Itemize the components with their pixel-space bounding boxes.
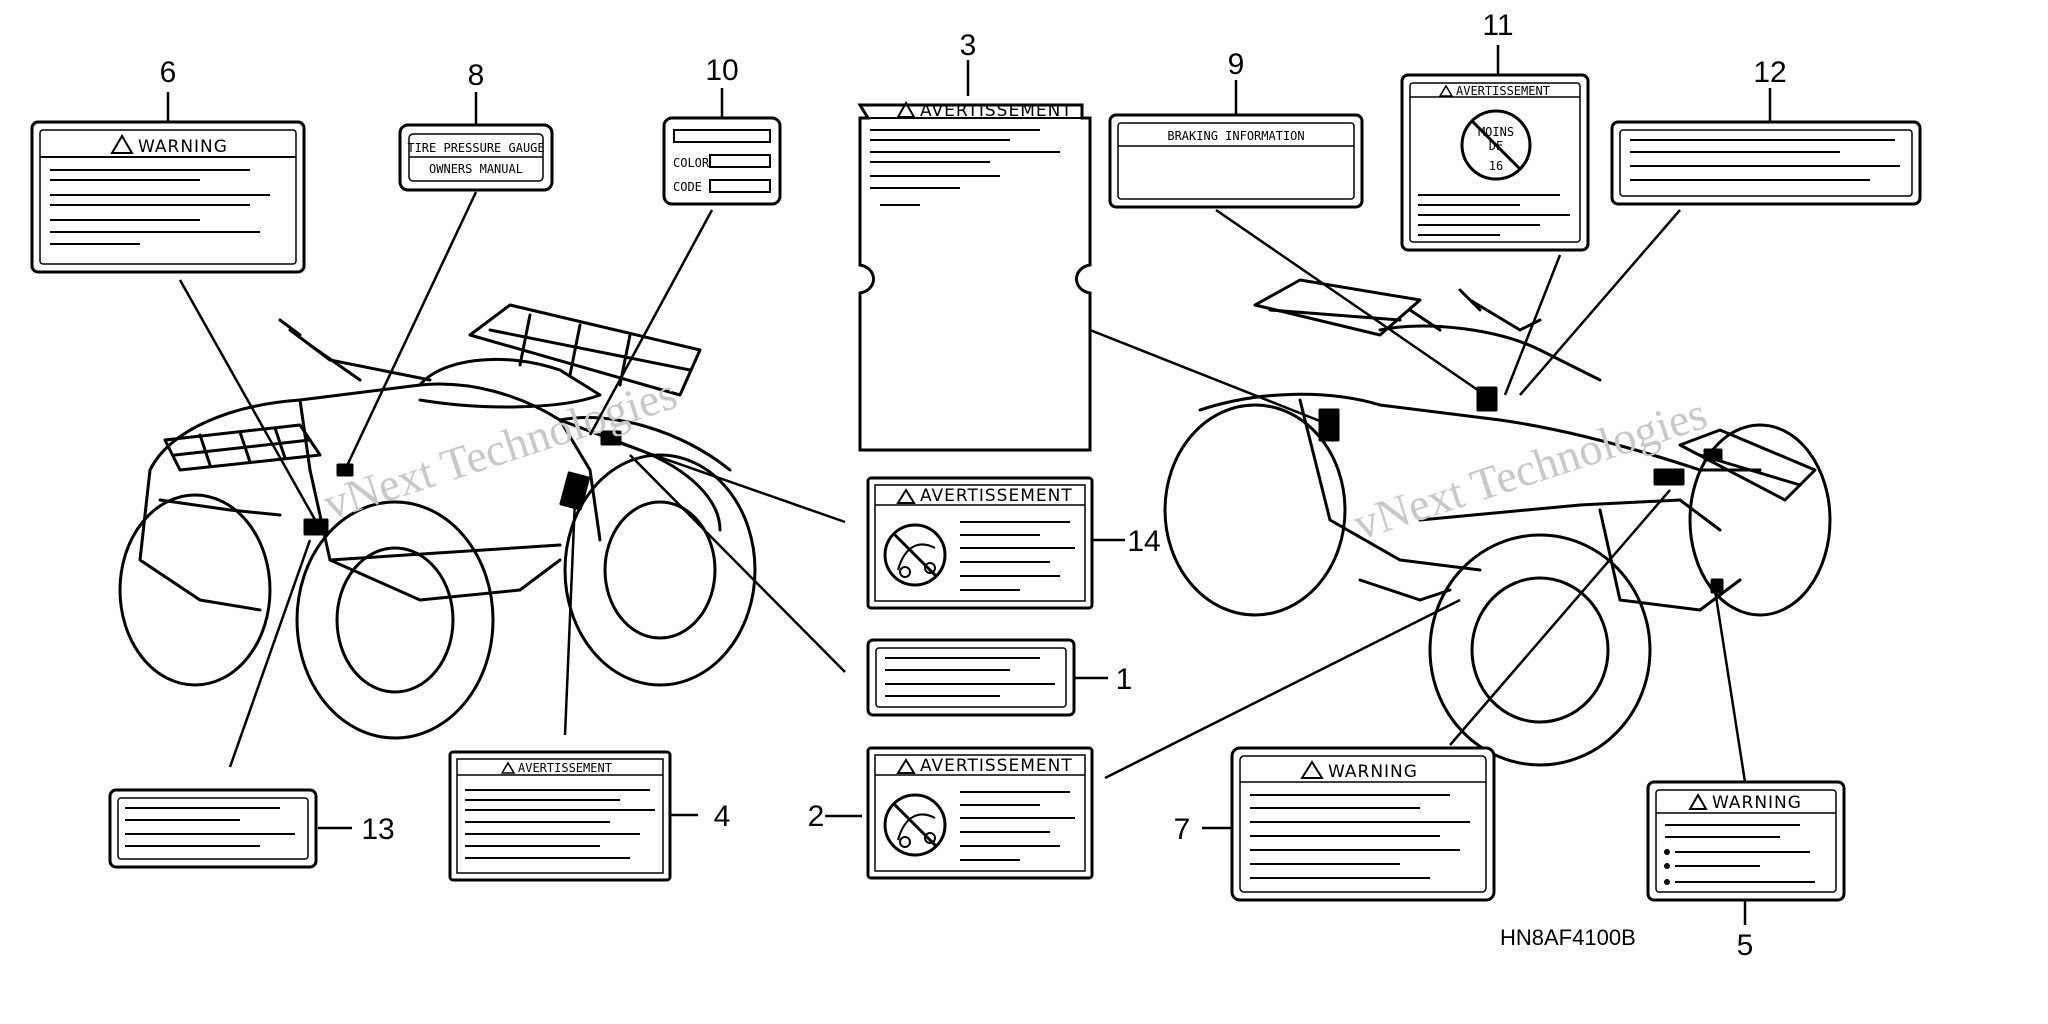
label-7-header: WARNING: [1328, 762, 1418, 782]
warning-triangle-icon: [896, 758, 916, 774]
label-9-braking-information: BRAKING INFORMATION: [1108, 113, 1364, 209]
leader-lines: [166, 45, 1772, 925]
label-6-header: WARNING: [138, 137, 228, 157]
label-11-header: AVERTISSEMENT: [1456, 84, 1550, 98]
no-passenger-icon: [883, 793, 947, 857]
label-5-header: WARNING: [1712, 793, 1802, 813]
label-2-avertissement: AVERTISSEMENT: [866, 746, 1094, 880]
callout-13: 13: [361, 813, 394, 846]
watermark-text-right: vNext Technologies: [1347, 387, 1712, 549]
callout-numbers: 6 8 10 3 9 11 12 14 1 2 4 13 7 5: [160, 9, 1787, 962]
label-11-text3: 16: [1489, 159, 1503, 173]
warning-triangle-icon: [1438, 84, 1454, 97]
atv-right-illustration: [1163, 278, 1832, 767]
warning-triangle-icon: [896, 100, 916, 118]
warning-triangle-icon: [500, 761, 516, 774]
callout-5: 5: [1737, 929, 1754, 962]
label-2-header: AVERTISSEMENT: [920, 756, 1073, 776]
label-10-color: COLOR: [673, 156, 710, 170]
label-7-warning: WARNING: [1230, 746, 1496, 902]
label-12: [1610, 120, 1922, 206]
label-14-avertissement: AVERTISSEMENT: [866, 476, 1094, 610]
label-6-warning: WARNING: [30, 120, 306, 274]
callout-2: 2: [808, 800, 825, 833]
label-9-header: BRAKING INFORMATION: [1167, 129, 1304, 143]
callout-11: 11: [1482, 9, 1513, 42]
label-3-avertissement: AVERTISSEMENT: [857, 100, 1092, 452]
label-5-warning: WARNING: [1646, 780, 1846, 902]
no-passenger-icon: [883, 523, 947, 587]
diagram-part-code: HN8AF4100B: [1500, 925, 1636, 950]
label-8-line2: OWNERS MANUAL: [429, 162, 523, 176]
warning-triangle-icon: [1688, 792, 1708, 810]
callout-9: 9: [1228, 48, 1245, 81]
warning-triangle-icon: [110, 134, 134, 154]
label-10-code: CODE: [673, 180, 702, 194]
label-11-age-warning: AVERTISSEMENT MOINS DE 16: [1400, 73, 1590, 252]
warning-triangle-icon: [896, 488, 916, 504]
callout-4: 4: [714, 800, 731, 833]
callout-12: 12: [1753, 56, 1786, 89]
label-1: [866, 638, 1076, 717]
callout-10: 10: [705, 54, 738, 87]
callout-14: 14: [1127, 525, 1160, 558]
label-8-line1: TIRE PRESSURE GAUGE: [407, 141, 544, 155]
label-4-avertissement: AVERTISSEMENT: [448, 750, 672, 882]
label-3-header: AVERTISSEMENT: [920, 101, 1073, 121]
label-13: [108, 788, 318, 869]
label-4-header: AVERTISSEMENT: [518, 761, 612, 775]
label-14-header: AVERTISSEMENT: [920, 486, 1073, 506]
callout-1: 1: [1116, 663, 1133, 696]
label-10-color-code: COLOR CODE: [662, 116, 782, 206]
callout-3: 3: [960, 29, 977, 62]
callout-7: 7: [1174, 813, 1191, 846]
age-restriction-icon: MOINS DE 16: [1460, 109, 1532, 181]
label-8-tire-pressure: TIRE PRESSURE GAUGE OWNERS MANUAL: [398, 123, 554, 192]
callout-8: 8: [468, 59, 485, 92]
warning-triangle-icon: [1300, 760, 1324, 779]
callout-6: 6: [160, 56, 177, 89]
